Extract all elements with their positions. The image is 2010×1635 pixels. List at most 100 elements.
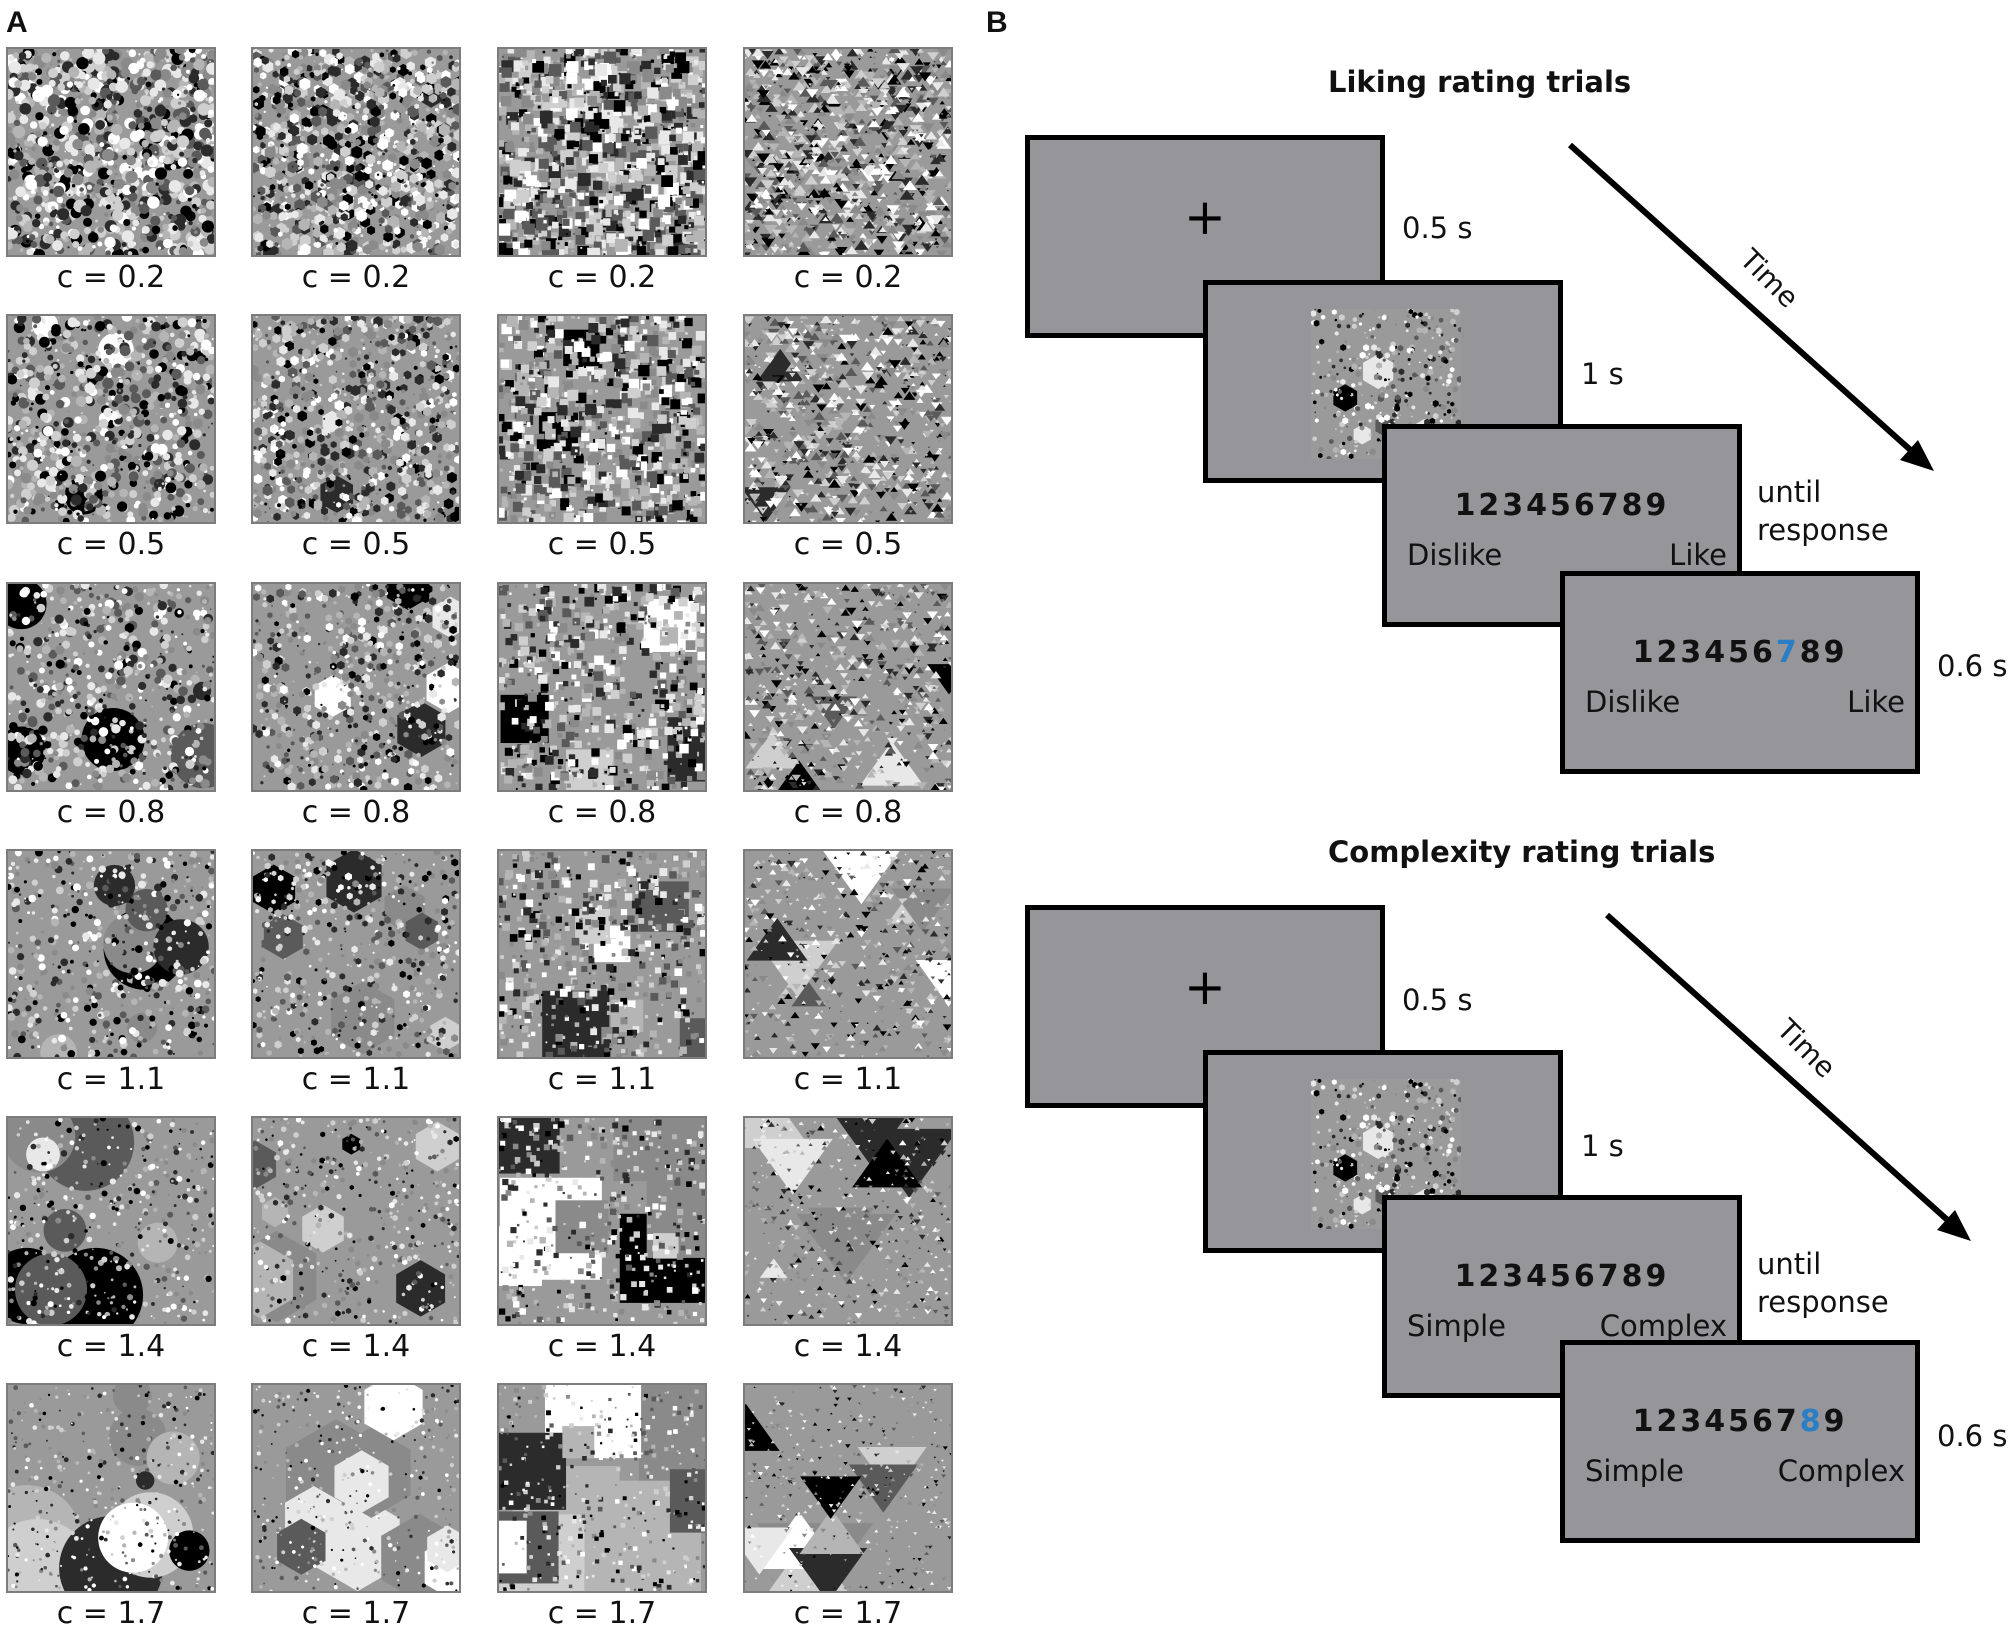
triangle-pattern — [745, 49, 951, 255]
rating-digit: 2 — [1656, 635, 1681, 670]
complexity-feedback-right-anchor: Complex — [1777, 1454, 1905, 1488]
liking-duration-fixation: 0.5 s — [1402, 211, 1473, 245]
stimulus-square — [497, 1116, 707, 1326]
stimulus-circle — [6, 314, 216, 524]
stimulus-hexagon — [251, 849, 461, 1059]
complexity-exponent-label: c = 1.1 — [56, 1062, 166, 1097]
complexity-feedback-left-anchor: Simple — [1585, 1454, 1685, 1488]
complexity-exponent-label: c = 1.1 — [301, 1062, 411, 1097]
complexity-exponent-label: c = 1.4 — [56, 1329, 166, 1364]
stimulus-circle — [6, 849, 216, 1059]
circle-pattern — [8, 316, 214, 522]
rating-digit: 9 — [1823, 635, 1848, 670]
rating-digit: 1 — [1632, 1404, 1657, 1439]
square-pattern — [499, 1385, 705, 1591]
rating-digit: 6 — [1751, 1404, 1776, 1439]
rating-digit: 6 — [1751, 635, 1776, 670]
complexity-exponent-label: c = 0.8 — [56, 795, 166, 830]
liking-duration-stimulus: 1 s — [1581, 357, 1624, 391]
stimulus-square — [497, 849, 707, 1059]
stimulus-triangle — [743, 1383, 953, 1593]
complexity-exponent-label: c = 0.2 — [547, 260, 657, 295]
complexity-exponent-label: c = 0.5 — [547, 527, 657, 562]
complexity-exponent-label: c = 1.4 — [301, 1329, 411, 1364]
complexity-right-anchor: Complex — [1599, 1309, 1727, 1343]
rating-digit: 5 — [1728, 635, 1752, 670]
complexity-exponent-label: c = 0.2 — [56, 260, 166, 295]
complexity-exponent-label: c = 1.1 — [793, 1062, 903, 1097]
liking-feedback-screen: 123456789 Dislike Like — [1560, 571, 1920, 774]
complexity-exponent-label: c = 0.8 — [301, 795, 411, 830]
stimulus-triangle — [743, 47, 953, 257]
complexity-exponent-label: c = 0.2 — [793, 260, 903, 295]
stimulus-triangle — [743, 1116, 953, 1326]
triangle-pattern — [745, 1118, 951, 1324]
complexity-exponent-label: c = 0.8 — [547, 795, 657, 830]
complexity-duration-response: until response — [1757, 1247, 1889, 1319]
liking-right-anchor: Like — [1669, 538, 1727, 572]
complexity-exponent-label: c = 0.5 — [793, 527, 903, 562]
complexity-duration-stimulus: 1 s — [1581, 1129, 1624, 1163]
complexity-exponent-label: c = 1.4 — [547, 1329, 657, 1364]
circle-pattern — [8, 584, 214, 790]
stimulus-grid: c = 0.2 c = 0.2 c = 0.2 c = 0.2 c = 0.5 c = 0… — [0, 0, 975, 1635]
complexity-left-anchor: Simple — [1407, 1309, 1507, 1343]
time-arrow-complexity — [1604, 912, 1965, 1236]
hexagon-pattern — [253, 49, 459, 255]
complexity-exponent-label: c = 1.7 — [56, 1596, 166, 1631]
liking-title: Liking rating trials — [1328, 65, 1632, 99]
rating-digit: 3 — [1680, 1404, 1705, 1439]
liking-time-label: Time — [1733, 242, 1806, 315]
complexity-exponent-label: c = 0.5 — [56, 527, 166, 562]
complexity-exponent-label: c = 0.2 — [301, 260, 411, 295]
square-pattern — [499, 1118, 705, 1324]
complexity-exponent-label: c = 1.7 — [301, 1596, 411, 1631]
liking-feedback-left-anchor: Dislike — [1585, 685, 1681, 719]
time-arrowhead-liking — [1900, 440, 1934, 471]
hexagon-pattern — [253, 584, 459, 790]
complexity-feedback-screen: 123456789 Simple Complex — [1560, 1340, 1920, 1543]
stimulus-triangle — [743, 849, 953, 1059]
triangle-pattern — [745, 584, 951, 790]
rating-digit: 4 — [1704, 1404, 1729, 1439]
stimulus-triangle — [743, 314, 953, 524]
complexity-duration-feedback: 0.6 s — [1937, 1419, 2008, 1453]
square-pattern — [499, 49, 705, 255]
circle-pattern — [8, 49, 214, 255]
complexity-exponent-label: c = 1.1 — [547, 1062, 657, 1097]
liking-feedback-scale: 123456789 — [1565, 638, 1915, 668]
complexity-rating-scale: 123456789 — [1454, 1259, 1670, 1294]
stimulus-circle — [6, 1116, 216, 1326]
square-pattern — [499, 851, 705, 1057]
rating-digit: 7 — [1775, 1404, 1800, 1439]
stimulus-square — [497, 314, 707, 524]
time-arrowhead-complexity — [1937, 1210, 1971, 1241]
triangle-pattern — [745, 851, 951, 1057]
stimulus-hexagon — [251, 1116, 461, 1326]
time-arrow-liking — [1567, 142, 1928, 466]
selected-rating: 8 — [1799, 1404, 1824, 1439]
complexity-duration-fixation: 0.5 s — [1402, 983, 1473, 1017]
stimulus-circle — [6, 582, 216, 792]
triangle-pattern — [745, 316, 951, 522]
complexity-exponent-label: c = 1.7 — [547, 1596, 657, 1631]
rating-digit: 9 — [1823, 1404, 1848, 1439]
complexity-title: Complexity rating trials — [1328, 835, 1716, 869]
fixation-cross-2: + — [1184, 958, 1226, 1016]
complexity-feedback-scale: 123456789 — [1565, 1407, 1915, 1437]
liking-left-anchor: Dislike — [1407, 538, 1503, 572]
liking-duration-feedback: 0.6 s — [1937, 649, 2008, 683]
fixation-cross: + — [1184, 188, 1226, 246]
rating-digit: 3 — [1680, 635, 1705, 670]
stimulus-square — [497, 47, 707, 257]
hexagon-pattern — [253, 851, 459, 1057]
stimulus-circle — [6, 1383, 216, 1593]
circle-pattern — [8, 1385, 214, 1591]
stimulus-hexagon — [251, 47, 461, 257]
circle-pattern — [8, 1118, 214, 1324]
hexagon-pattern — [253, 316, 459, 522]
square-pattern — [499, 584, 705, 790]
rating-digit: 8 — [1799, 635, 1824, 670]
stimulus-triangle — [743, 582, 953, 792]
panel-a-letter: A — [6, 6, 28, 39]
